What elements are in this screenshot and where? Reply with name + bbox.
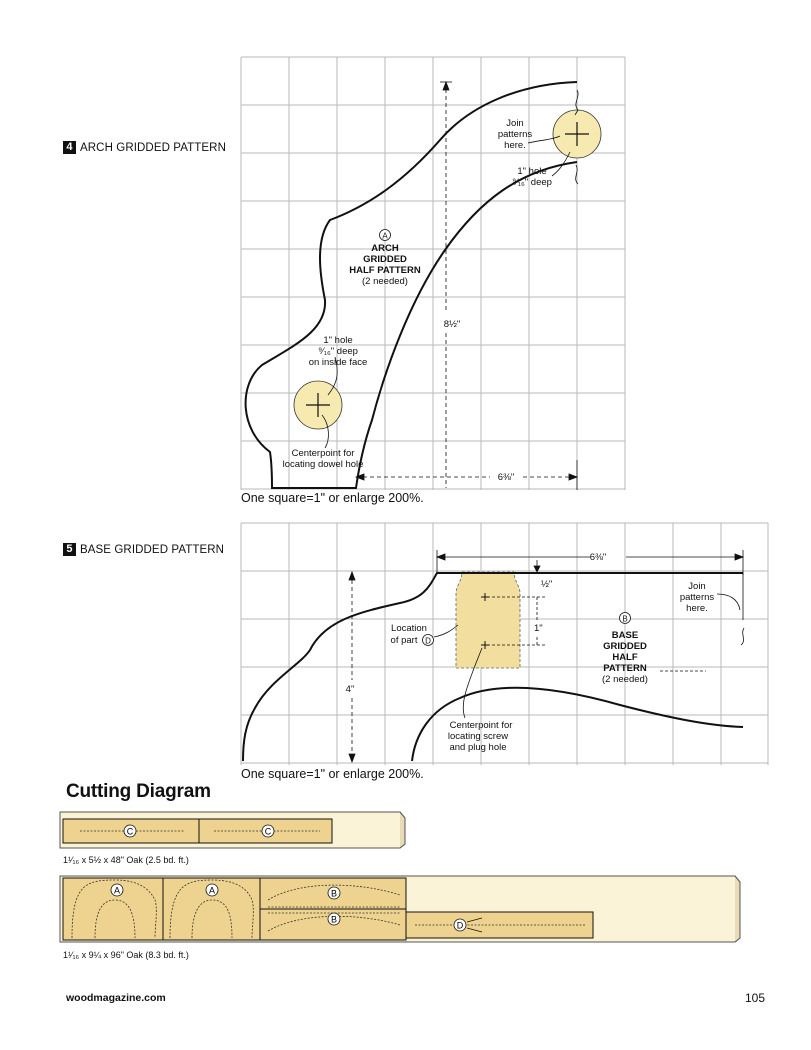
arch-name-line-2: GRIDDED (363, 254, 407, 265)
figure-4-heading: 4 ARCH GRIDDED PATTERN (63, 141, 226, 154)
one-inch-label: 1" (534, 623, 543, 634)
cutting-diagram-title: Cutting Diagram (66, 781, 211, 802)
arch-name-line-1: ARCH (371, 243, 399, 254)
arch-width-label: 6⅜" (498, 472, 515, 483)
figure-5-title: BASE GRIDDED PATTERN (80, 543, 225, 556)
bottom-hole-line-3: on inside face (309, 357, 368, 368)
top-hole-line-2: ⁹⁄₁₆" deep (512, 177, 552, 188)
arch-outline (244, 81, 578, 489)
arch-pattern-diagram: A ARCH GRIDDED HALF PATTERN (2 needed) J… (240, 56, 626, 490)
part-d-letter: D (425, 637, 431, 646)
board-2-part-b-1 (259, 877, 407, 910)
board-1: C C (59, 811, 406, 849)
bottom-hole-line-1: 1" hole (323, 335, 352, 346)
half-inch-label: ½" (541, 579, 552, 590)
board-2-caption: 1¹⁄₁₆ x 9¼ x 96" Oak (8.3 bd. ft.) (63, 950, 189, 960)
base-dimensions (348, 550, 745, 764)
base-qty: (2 needed) (602, 674, 648, 685)
base-centerpoint-line-2: locating screw (448, 731, 508, 742)
base-scale-note: One square=1" or enlarge 200%. (241, 767, 424, 781)
location-line-2: of part (391, 635, 418, 646)
centerpoint-line-2: locating dowel hole (283, 459, 364, 470)
top-hole-line-1: 1" hole (517, 166, 546, 177)
part-b-letter: B (622, 615, 627, 624)
bottom-hole-line-2: ⁹⁄₁₆" deep (318, 346, 358, 357)
figure-5-number: 5 (63, 543, 76, 556)
height-dimension (440, 80, 452, 488)
part-b-circle (619, 612, 631, 624)
board-2-part-label-1: A (114, 886, 120, 896)
board-2-part-label-3: B (331, 889, 337, 899)
base-height-label: 4" (346, 684, 355, 695)
base-outline (242, 572, 744, 762)
base-join-line-1: Join (688, 581, 705, 592)
board-2-part-label-2: A (209, 886, 215, 896)
base-name-line-1: BASE (612, 630, 638, 641)
bottom-hole-crosshair (306, 393, 330, 417)
base-name-line-4: PATTERN (603, 663, 647, 674)
page-number: 105 (745, 991, 766, 1005)
base-width-label: 6⅜" (590, 552, 607, 563)
part-a-letter: A (382, 232, 388, 241)
base-join-line-2: patterns (680, 592, 715, 603)
part-a-circle (379, 229, 391, 241)
arch-height-label: 8½" (444, 319, 461, 330)
location-line-1: Location (391, 623, 427, 634)
base-join-line-3: here. (686, 603, 708, 614)
figure-4-title: ARCH GRIDDED PATTERN (80, 141, 226, 154)
base-name-line-2: GRIDDED (603, 641, 647, 652)
arch-join-line-1: Join (506, 118, 523, 129)
part-d-location (455, 571, 521, 669)
board-2-part-label-4: B (331, 915, 337, 925)
arch-join-line-2: patterns (498, 129, 533, 140)
arch-name-line-3: HALF PATTERN (349, 265, 421, 276)
arch-join-line-3: here. (504, 140, 526, 151)
base-centerpoint-line-3: and plug hole (449, 742, 506, 753)
centerpoint-line-1: Centerpoint for (292, 448, 355, 459)
join-break-line (574, 89, 579, 185)
part-d-circle (422, 634, 434, 646)
arch-scale-note: One square=1" or enlarge 200%. (241, 491, 424, 505)
base-leaders (433, 593, 741, 719)
top-hole-crosshair (565, 122, 589, 146)
figure-5-heading: 5 BASE GRIDDED PATTERN (63, 543, 224, 556)
width-dimension (354, 460, 579, 490)
board-1-part-label-2: C (265, 827, 272, 837)
footer-site: woodmagazine.com (66, 992, 166, 1004)
arch-leaders (321, 135, 571, 449)
arch-qty: (2 needed) (362, 276, 408, 287)
cutting-diagram: C C A A B B (59, 811, 741, 943)
figure-4-number: 4 (63, 141, 76, 154)
base-join-break (740, 573, 745, 646)
board-1-part-label-1: C (127, 827, 134, 837)
board-2-part-label-5: D (457, 921, 464, 931)
base-pattern-diagram: 6⅜" ½" 1" 4" Join patterns here. B BASE … (240, 522, 769, 765)
part-d-centerpoints (481, 593, 489, 649)
base-name-line-3: HALF (612, 652, 638, 663)
board-1-caption: 1¹⁄₁₆ x 5½ x 48" Oak (2.5 bd. ft.) (63, 855, 189, 865)
board-2: A A B B D (59, 875, 741, 943)
base-centerpoint-line-1: Centerpoint for (450, 720, 513, 731)
